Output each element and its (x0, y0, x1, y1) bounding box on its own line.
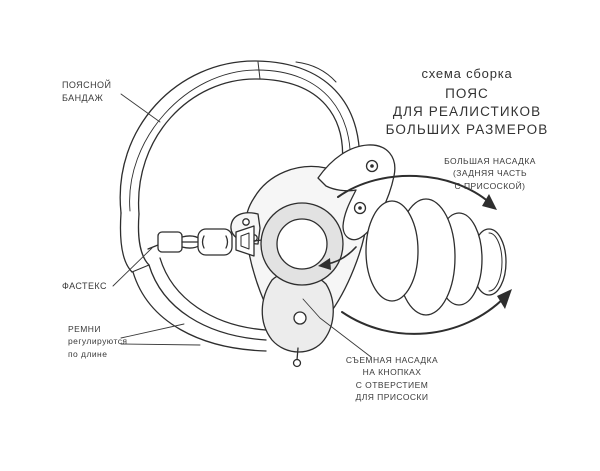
arrow-head-bottom (497, 289, 512, 309)
attachment-drawing (365, 198, 507, 316)
arrow-head-ring (318, 258, 331, 270)
leader-straps-2 (120, 343, 201, 346)
label-removable-attachment: СЪЕМНАЯ НАСАДКА НА КНОПКАХ С ОТВЕРСТИЕМ … (345, 355, 439, 402)
label-straps: РЕМНИ регулируются по длине (68, 324, 128, 359)
straps-drawing (132, 257, 267, 352)
label-big-attachment: БОЛЬШАЯ НАСАДКА (ЗАДНЯЯ ЧАСТЬ С ПРИСОСКО… (444, 156, 536, 191)
title-line-1: ПОЯС (445, 86, 489, 101)
leader-lines (112, 93, 372, 358)
direction-arrows (318, 174, 512, 335)
leader-straps-1 (120, 323, 185, 339)
diagram-title: схема сборка ПОЯС ДЛЯ РЕАЛИСТИКОВ БОЛЬШИ… (383, 66, 551, 140)
label-waist-band: ПОЯСНОЙ БАНДАЖ (62, 80, 112, 104)
arrow-head-top (482, 194, 497, 210)
leader-removable (302, 298, 372, 358)
title-line-2: ДЛЯ РЕАЛИСТИКОВ (392, 104, 542, 120)
buckle-drawing (147, 225, 263, 257)
o-ring-drawing (260, 202, 344, 286)
leader-waist-band (120, 93, 161, 123)
pad-drawing (261, 271, 334, 368)
leader-fastex (112, 247, 153, 287)
label-fastex: ФАСТЕКС (62, 281, 107, 291)
diagram-subtitle: схема сборка (421, 66, 513, 81)
title-line-3: БОЛЬШИХ РАЗМЕРОВ (385, 122, 549, 138)
